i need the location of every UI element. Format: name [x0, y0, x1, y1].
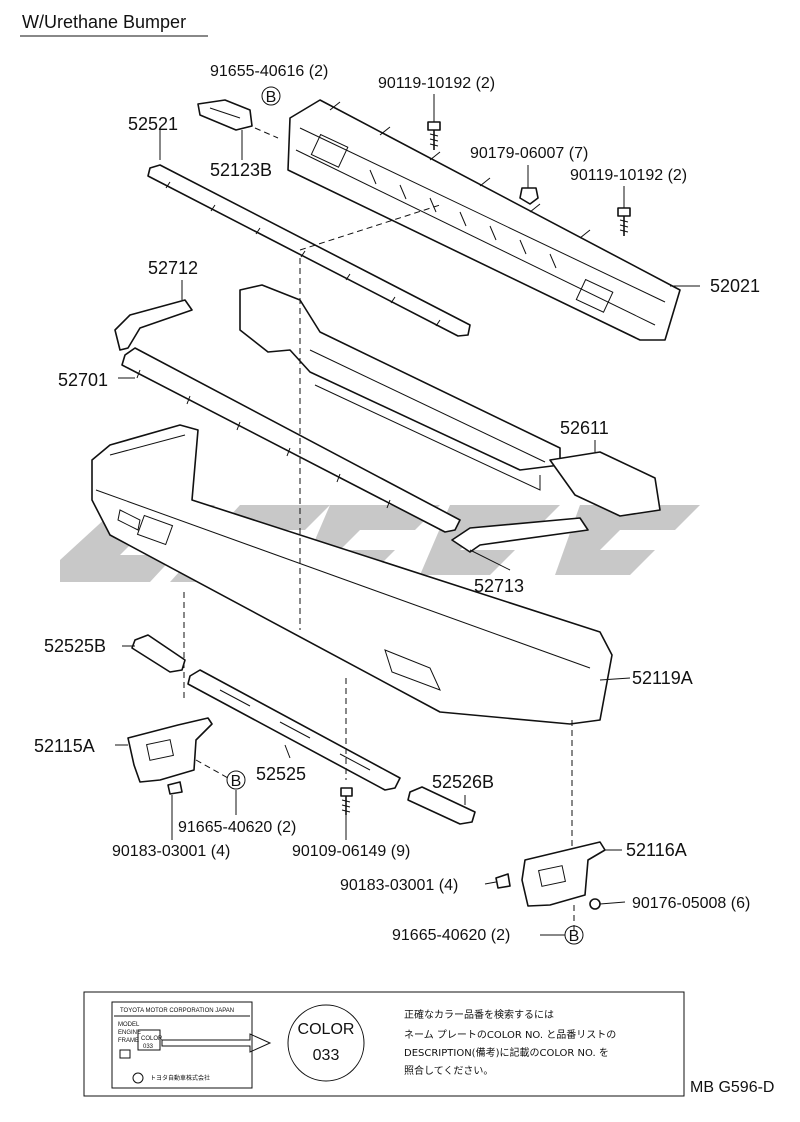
- bolt-90119-a: [427, 121, 441, 150]
- label-52526B: 52526B: [432, 772, 494, 792]
- bolt-90109: [340, 787, 353, 815]
- svg-text:B: B: [231, 773, 242, 790]
- bracket-52123B: [197, 99, 253, 131]
- clip-90179: [519, 187, 539, 205]
- callout-b-left: B: [226, 770, 246, 790]
- note-line-4: 照合してください。: [404, 1064, 493, 1077]
- bolt-90119-b: [617, 207, 631, 236]
- bumper-cover-52119A: [91, 424, 613, 725]
- retainer-52526B: [407, 786, 476, 825]
- bumper-reinforcement-52021: [287, 99, 681, 341]
- label-52116A: 52116A: [626, 840, 687, 860]
- svg-text:トヨタ自動車株式会社: トヨタ自動車株式会社: [150, 1074, 210, 1082]
- svg-text:COLOR: COLOR: [298, 1021, 355, 1038]
- end-trim-52712: [114, 299, 193, 351]
- label-91665-40620-b: 91665-40620 (2): [392, 927, 510, 944]
- label-90179-06007: 90179-06007 (7): [470, 145, 588, 162]
- retainer-strip-52521: [147, 164, 471, 337]
- bracket-52116A: [495, 841, 606, 910]
- label-52525B: 52525B: [44, 636, 106, 656]
- moulding-52701: [121, 347, 461, 533]
- end-trim-52713: [451, 517, 589, 553]
- svg-text:B: B: [569, 928, 580, 945]
- label-52712: 52712: [148, 258, 198, 278]
- label-52123B: 52123B: [210, 160, 272, 180]
- label-90119-10192-b: 90119-10192 (2): [570, 167, 687, 184]
- label-90109-06149: 90109-06149 (9): [292, 843, 410, 860]
- callout-b-right: B: [564, 925, 584, 945]
- label-90119-10192-a: 90119-10192 (2): [378, 75, 495, 92]
- label-90176-05008: 90176-05008 (6): [632, 895, 750, 912]
- label-52611: 52611: [560, 418, 609, 438]
- note-line-1: 正確なカラー品番を検索するには: [404, 1008, 554, 1021]
- color-code-circle: COLOR 033: [287, 1004, 365, 1082]
- svg-text:COLOR: COLOR: [141, 1036, 163, 1042]
- svg-text:TOYOTA MOTOR CORPORATION JAPAN: TOYOTA MOTOR CORPORATION JAPAN: [120, 1008, 234, 1014]
- name-plate: TOYOTA MOTOR CORPORATION JAPAN MODEL ENG…: [111, 1001, 253, 1089]
- absorber-pad-52611: [239, 284, 661, 517]
- label-91665-40620-a: 91665-40620 (2): [178, 819, 296, 836]
- retainer-52525B: [131, 634, 186, 673]
- note-line-2: ネーム プレートのCOLOR NO. と品番リストの: [404, 1029, 616, 1041]
- label-52525: 52525: [256, 764, 306, 784]
- note-line-3: DESCRIPTION(備考)に記載のCOLOR NO. を: [404, 1046, 609, 1059]
- diagram-title: W/Urethane Bumper: [22, 12, 186, 32]
- assembly-lines: [183, 127, 575, 935]
- leader-lines: [115, 94, 700, 936]
- svg-text:MODEL: MODEL: [118, 1022, 140, 1028]
- reference-code: MB G596-D: [690, 1079, 774, 1096]
- arrow-icon: [161, 1033, 272, 1053]
- label-52021: 52021: [710, 276, 760, 296]
- retainer-52525: [187, 669, 401, 791]
- label-52115A: 52115A: [34, 736, 95, 756]
- svg-text:B: B: [266, 89, 277, 106]
- label-90183-03001-a: 90183-03001 (4): [112, 843, 230, 860]
- svg-text:033: 033: [143, 1044, 154, 1050]
- svg-text:ENGINE: ENGINE: [118, 1030, 141, 1036]
- svg-text:033: 033: [313, 1047, 340, 1064]
- bracket-52115A: [127, 717, 213, 795]
- callout-b-top: B: [261, 86, 281, 106]
- label-52521: 52521: [128, 114, 178, 134]
- label-52713: 52713: [474, 576, 524, 596]
- label-52119A: 52119A: [632, 668, 693, 688]
- label-52701: 52701: [58, 370, 108, 390]
- svg-text:FRAME: FRAME: [118, 1038, 139, 1044]
- label-90183-03001-b: 90183-03001 (4): [340, 877, 458, 894]
- label-91655-40616: 91655-40616 (2): [210, 63, 328, 80]
- color-note-box: TOYOTA MOTOR CORPORATION JAPAN MODEL ENG…: [83, 991, 685, 1097]
